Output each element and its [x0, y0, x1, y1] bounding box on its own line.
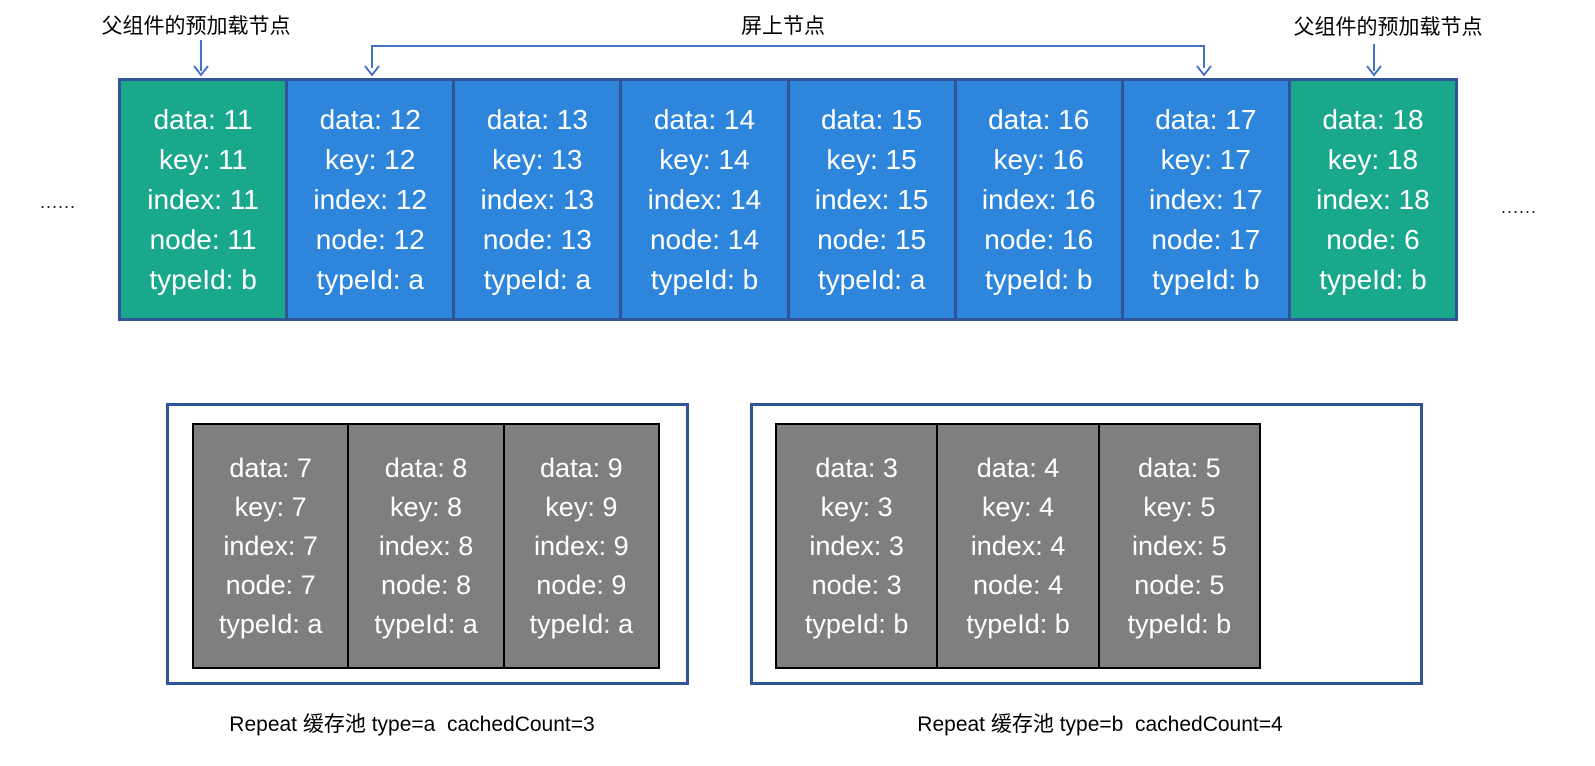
ellipsis-right: ...... — [1501, 197, 1538, 217]
node-card-line: key: 16 — [993, 143, 1084, 175]
node-card-line: data: 11 — [153, 103, 253, 135]
pool-card-line: key: 8 — [389, 491, 463, 522]
pool-card-line: node: 9 — [536, 569, 627, 600]
pool-card-line: index: 4 — [970, 530, 1066, 561]
pool-card-line: key: 4 — [981, 491, 1055, 522]
node-card-line: typeId: b — [650, 263, 759, 295]
pool-card-line: key: 9 — [545, 491, 618, 522]
node-card-line: node: 16 — [984, 223, 1094, 255]
node-card-line: data: 18 — [1322, 103, 1424, 135]
pool-card-line: key: 7 — [234, 491, 307, 522]
node-card-line: node: 12 — [315, 223, 425, 255]
pool-card-line: key: 3 — [820, 491, 893, 522]
node-card-preload: data: 11 key: 11 index: 11 node: 11 type… — [121, 81, 286, 318]
node-card-line: typeId: b — [149, 263, 257, 295]
node-card-line: node: 15 — [817, 223, 927, 255]
node-card-line: typeId: a — [483, 263, 592, 295]
pool-card-line: data: 5 — [1138, 452, 1221, 483]
pool-card-line: key: 5 — [1143, 491, 1216, 522]
preload-right-arrow — [1366, 44, 1382, 77]
pool-card-line: index: 9 — [534, 530, 629, 561]
pool-card-line: data: 8 — [384, 452, 468, 483]
node-card-line: node: 14 — [649, 223, 759, 255]
pool-card: data: 3 key: 3 index: 3 node: 3 typeId: … — [777, 425, 937, 667]
pool-card-line: index: 3 — [809, 530, 904, 561]
pool-card-line: data: 3 — [815, 452, 898, 483]
pool-card-line: node: 3 — [811, 569, 902, 600]
pool-card-line: typeId: b — [804, 608, 909, 639]
pool-card-line: typeId: b — [966, 608, 1070, 639]
node-card-line: typeId: a — [817, 263, 926, 295]
node-card-line: index: 14 — [647, 183, 762, 215]
pool-card-line: node: 8 — [380, 569, 472, 600]
node-card-line: typeId: b — [984, 263, 1093, 295]
node-card-line: data: 12 — [319, 103, 421, 135]
node-card-preload: data: 18 key: 18 index: 18 node: 6 typeI… — [1290, 81, 1455, 318]
node-card-line: key: 18 — [1327, 143, 1419, 175]
node-card-line: index: 12 — [313, 183, 427, 215]
cache-pool-a: data: 7 key: 7 index: 7 node: 7 typeId: … — [166, 403, 689, 685]
node-card-line: index: 15 — [814, 183, 929, 215]
node-card-onscreen: data: 12 key: 12 index: 12 node: 12 type… — [288, 81, 453, 318]
node-card-line: key: 15 — [826, 143, 917, 175]
node-card-onscreen: data: 15 key: 15 index: 15 node: 15 type… — [789, 81, 954, 318]
node-card-line: data: 15 — [820, 103, 923, 135]
pool-card-line: typeId: b — [1127, 608, 1232, 639]
pool-card: data: 7 key: 7 index: 7 node: 7 typeId: … — [194, 425, 348, 667]
node-card-onscreen: data: 17 key: 17 index: 17 node: 17 type… — [1123, 81, 1288, 318]
node-card-line: typeId: b — [1152, 263, 1260, 295]
node-card-line: data: 16 — [988, 103, 1090, 135]
node-card-line: key: 17 — [1160, 143, 1251, 175]
node-card-line: typeId: b — [1319, 263, 1427, 295]
pool-card: data: 4 key: 4 index: 4 node: 4 typeId: … — [938, 425, 1098, 667]
pool-card-line: typeId: a — [218, 608, 323, 639]
node-card-line: key: 13 — [492, 143, 583, 175]
cache-pool-b: data: 3 key: 3 index: 3 node: 3 typeId: … — [750, 403, 1423, 685]
node-card-line: key: 14 — [659, 143, 750, 175]
onscreen-bracket — [364, 45, 1212, 77]
node-card-line: node: 6 — [1326, 223, 1420, 255]
pool-card-line: node: 4 — [972, 569, 1064, 600]
pool-card-line: data: 7 — [229, 452, 312, 483]
node-card-line: node: 13 — [482, 223, 592, 255]
node-card-line: key: 11 — [158, 143, 248, 175]
pool-card-line: index: 5 — [1132, 530, 1227, 561]
node-card-line: index: 13 — [480, 183, 595, 215]
node-card-line: data: 14 — [653, 103, 756, 135]
preload-left-label: 父组件的预加载节点 — [101, 15, 291, 38]
pool-card-line: typeId: a — [374, 608, 478, 639]
node-card-line: key: 12 — [325, 143, 416, 175]
node-card-onscreen: data: 14 key: 14 index: 14 node: 14 type… — [622, 81, 787, 318]
cache-pool-b-caption: Repeat 缓存池 type=b cachedCount=4 — [917, 713, 1283, 736]
node-card-line: typeId: a — [316, 263, 424, 295]
node-card-line: index: 18 — [1316, 183, 1430, 215]
node-card-onscreen: data: 16 key: 16 index: 16 node: 16 type… — [956, 81, 1121, 318]
pool-card-line: node: 5 — [1134, 569, 1225, 600]
node-card-line: data: 17 — [1155, 103, 1257, 135]
pool-card-line: data: 9 — [540, 452, 623, 483]
pool-card-line: node: 7 — [225, 569, 316, 600]
node-card-line: index: 11 — [147, 183, 259, 215]
node-row: data: 11 key: 11 index: 11 node: 11 type… — [118, 78, 1458, 321]
pool-card: data: 8 key: 8 index: 8 node: 8 typeId: … — [349, 425, 503, 667]
ellipsis-left: ...... — [40, 192, 77, 212]
node-card-line: node: 17 — [1151, 223, 1261, 255]
preload-left-arrow — [193, 40, 209, 77]
pool-card-line: index: 8 — [378, 530, 474, 561]
preload-right-label: 父组件的预加载节点 — [1293, 16, 1483, 39]
node-card-line: index: 17 — [1148, 183, 1263, 215]
node-card-line: data: 13 — [486, 103, 588, 135]
onscreen-label: 屏上节点 — [741, 15, 825, 38]
pool-card-line: data: 4 — [976, 452, 1060, 483]
node-card-onscreen: data: 13 key: 13 index: 13 node: 13 type… — [455, 81, 620, 318]
cache-pool-a-caption: Repeat 缓存池 type=a cachedCount=3 — [229, 713, 595, 736]
pool-card: data: 5 key: 5 index: 5 node: 5 typeId: … — [1099, 425, 1259, 667]
node-card-line: node: 11 — [149, 223, 257, 255]
pool-card-line: index: 7 — [223, 530, 318, 561]
cache-pool-a-cards: data: 7 key: 7 index: 7 node: 7 typeId: … — [192, 423, 660, 669]
cache-pool-b-cards: data: 3 key: 3 index: 3 node: 3 typeId: … — [775, 423, 1261, 669]
pool-card: data: 9 key: 9 index: 9 node: 9 typeId: … — [504, 425, 658, 667]
pool-card-line: typeId: a — [529, 608, 634, 639]
node-card-line: index: 16 — [981, 183, 1096, 215]
